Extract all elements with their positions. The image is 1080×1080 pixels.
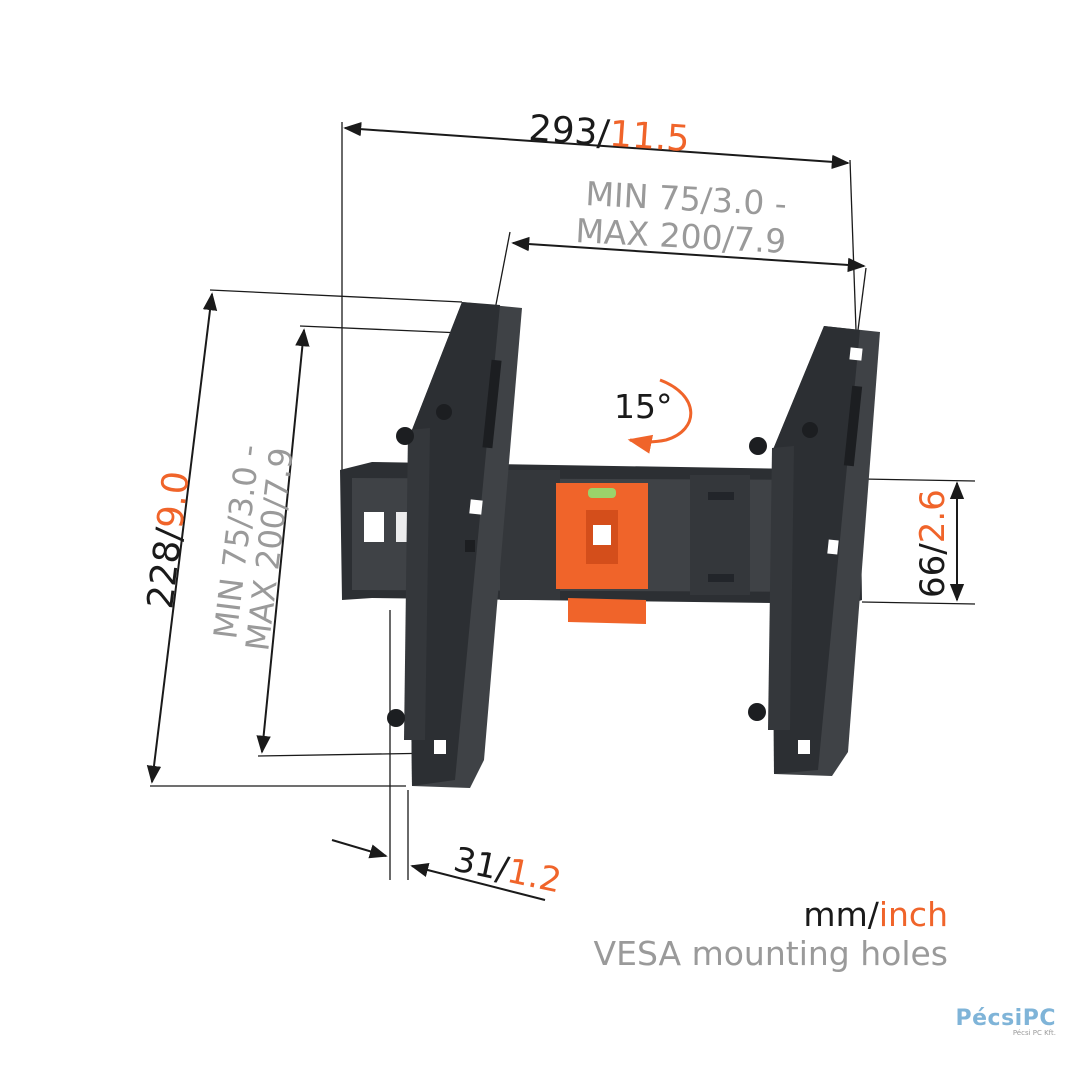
unit-legend-units: mm/inch [594,895,948,935]
unit-legend-caption: VESA mounting holes [593,933,948,973]
depth-label: 31/1.2 [450,840,565,902]
vesa-horizontal-label-line1: MIN 75/3.0 - [585,174,788,223]
tilt-angle-label: 15° [614,387,673,426]
extension-lines [150,122,976,880]
logo-name: PécsiPC [955,1006,1056,1031]
logo-subtitle: Pécsi PC Kft. [1012,1029,1056,1037]
watermark-logo: PécsiPC Pécsi PC Kft. [956,1006,1057,1037]
unit-mm: mm/ [803,895,879,934]
unit-legend: mm/inch VESA mounting holes [593,895,948,974]
height-label: 228/9.0 [140,469,198,611]
dimension-arrows [146,121,965,901]
tilt-arrow-icon [627,378,693,454]
wall-mount-bracket [340,302,880,788]
width-label: 293/11.5 [527,108,690,160]
spirit-level-icon [556,483,648,624]
vesa-horizontal-label-line2: MAX 200/7.9 [575,211,787,261]
wall-plate-height-label: 66/2.6 [913,489,953,598]
unit-inch: inch [878,895,948,934]
